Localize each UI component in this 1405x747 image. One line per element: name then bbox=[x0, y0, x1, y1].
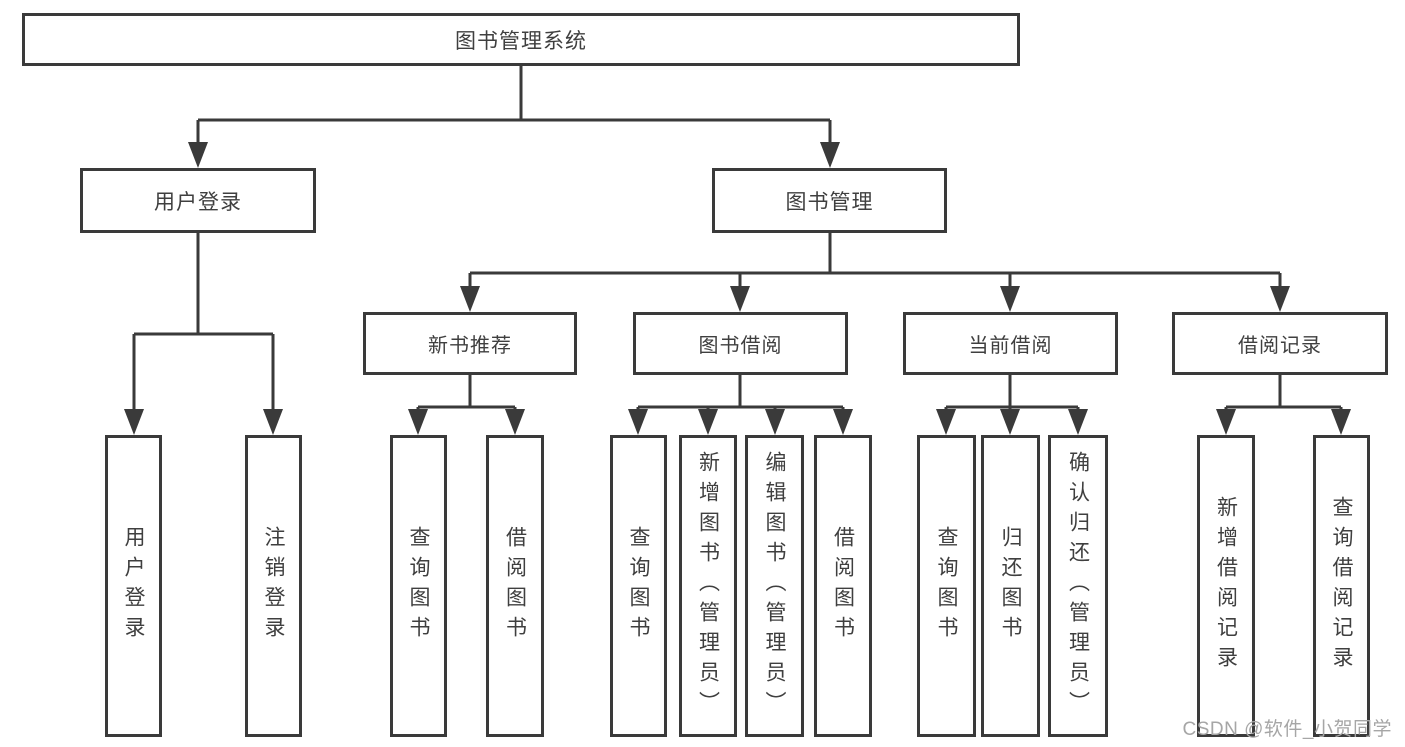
node-user-login: 用户登录 bbox=[80, 168, 316, 233]
leaf-borrow-books: 借阅图书 bbox=[814, 435, 872, 737]
leaf-add-borrow-record: 新增借阅记录 bbox=[1197, 435, 1255, 737]
leaf-logout: 注销登录 bbox=[245, 435, 302, 737]
node-book-management: 图书管理 bbox=[712, 168, 947, 233]
node-current-borrow: 当前借阅 bbox=[903, 312, 1118, 375]
node-root-library-system: 图书管理系统 bbox=[22, 13, 1020, 66]
leaf-query-books-recommend: 查询图书 bbox=[390, 435, 447, 737]
leaf-edit-books-admin: 编辑图书（管理员） bbox=[745, 435, 804, 737]
node-new-book-recommend: 新书推荐 bbox=[363, 312, 577, 375]
leaf-add-books-admin: 新增图书（管理员） bbox=[679, 435, 737, 737]
csdn-watermark: CSDN @软件_小贺同学 bbox=[1182, 719, 1392, 740]
leaf-borrow-books-recommend: 借阅图书 bbox=[486, 435, 544, 737]
leaf-confirm-return-admin: 确认归还（管理员） bbox=[1048, 435, 1108, 737]
node-borrow-records: 借阅记录 bbox=[1172, 312, 1388, 375]
leaf-user-login: 用户登录 bbox=[105, 435, 162, 737]
leaf-query-books-current: 查询图书 bbox=[917, 435, 976, 737]
node-book-borrow: 图书借阅 bbox=[633, 312, 848, 375]
leaf-query-books-borrow: 查询图书 bbox=[610, 435, 667, 737]
leaf-return-books: 归还图书 bbox=[981, 435, 1040, 737]
leaf-query-borrow-record: 查询借阅记录 bbox=[1313, 435, 1370, 737]
